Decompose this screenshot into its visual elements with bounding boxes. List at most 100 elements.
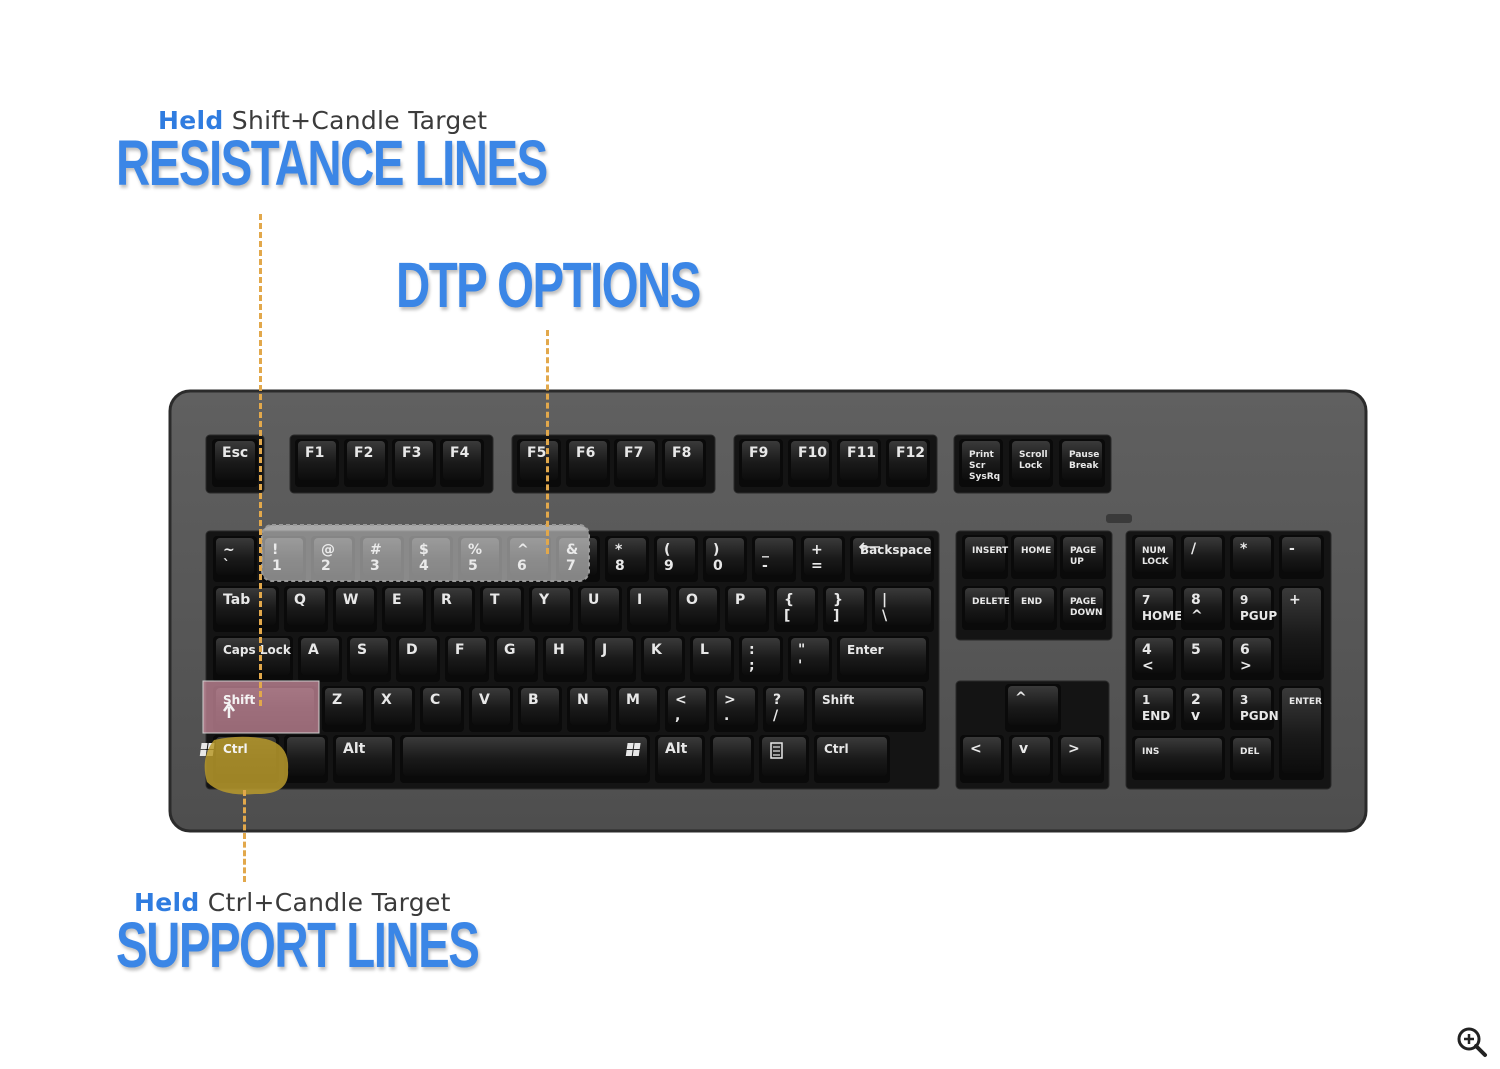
key-ndiv[interactable]: / <box>1181 535 1225 579</box>
key-np4[interactable]: 4< <box>1132 636 1176 680</box>
key-minus[interactable]: _- <box>752 536 796 582</box>
key-nsub[interactable]: - <box>1279 535 1324 579</box>
key-period[interactable]: >. <box>714 686 758 732</box>
key-npdel[interactable]: DEL <box>1230 736 1274 780</box>
key-rbr[interactable]: }] <box>823 586 867 632</box>
key-down[interactable]: v <box>1009 735 1053 783</box>
key-s[interactable]: S <box>347 636 391 682</box>
key-semi[interactable]: :; <box>739 636 783 682</box>
key-tilde[interactable]: ~` <box>213 536 257 582</box>
key-u[interactable]: U <box>578 586 622 632</box>
key-np2[interactable]: 2v <box>1181 686 1225 730</box>
key-q[interactable]: Q <box>284 586 328 632</box>
key-np0[interactable]: INS <box>1132 736 1225 780</box>
key-esc[interactable]: Esc <box>212 439 258 487</box>
key-lbr[interactable]: {[ <box>774 586 818 632</box>
key-nadd[interactable]: + <box>1279 586 1324 680</box>
key-z[interactable]: Z <box>322 686 366 732</box>
key-w[interactable]: W <box>333 586 377 632</box>
key-np5[interactable]: 5 <box>1181 636 1225 680</box>
key-quote[interactable]: "' <box>788 636 832 682</box>
zoom-in-icon[interactable] <box>1456 1026 1488 1058</box>
key-t[interactable]: T <box>480 586 524 632</box>
key-right[interactable]: > <box>1058 735 1104 783</box>
key-k[interactable]: K <box>641 636 685 682</box>
key-a[interactable]: A <box>298 636 342 682</box>
key-f[interactable]: F <box>445 636 489 682</box>
key-caps[interactable]: Caps Lock <box>213 636 293 682</box>
key-f1[interactable]: F1 <box>295 439 339 487</box>
key-slash[interactable]: ?/ <box>763 686 807 732</box>
key-rshift[interactable]: Shift <box>812 686 926 732</box>
key-insert[interactable]: INSERT <box>962 535 1009 579</box>
key-f2[interactable]: F2 <box>344 439 388 487</box>
key-f9[interactable]: F9 <box>739 439 783 487</box>
key-p[interactable]: P <box>725 586 769 632</box>
windows-logo-icon <box>625 743 641 756</box>
key-comma[interactable]: <, <box>665 686 709 732</box>
key-space[interactable] <box>400 735 650 783</box>
key-y[interactable]: Y <box>529 586 573 632</box>
key-d[interactable]: D <box>396 636 440 682</box>
key-f10[interactable]: F10 <box>788 439 832 487</box>
key-left[interactable]: < <box>960 735 1004 783</box>
key-e[interactable]: E <box>382 586 426 632</box>
key-v[interactable]: V <box>469 686 513 732</box>
key-rwin[interactable] <box>710 735 754 783</box>
key-lalt[interactable]: Alt <box>333 735 395 783</box>
key-np8[interactable]: 8^ <box>1181 586 1225 630</box>
key-l[interactable]: L <box>690 636 734 682</box>
key-f12[interactable]: F12 <box>886 439 930 487</box>
key-n[interactable]: N <box>567 686 611 732</box>
key-f5[interactable]: F5 <box>517 439 561 487</box>
key-o[interactable]: O <box>676 586 720 632</box>
key-rctrl[interactable]: Ctrl <box>814 735 890 783</box>
key-i[interactable]: I <box>627 586 671 632</box>
key-ralt[interactable]: Alt <box>655 735 705 783</box>
key-f6[interactable]: F6 <box>566 439 610 487</box>
key-c[interactable]: C <box>420 686 464 732</box>
key-n0[interactable]: )0 <box>703 536 747 582</box>
key-f7[interactable]: F7 <box>614 439 658 487</box>
key-x[interactable]: X <box>371 686 415 732</box>
key-nmul[interactable]: * <box>1230 535 1274 579</box>
key-r[interactable]: R <box>431 586 475 632</box>
key-f11[interactable]: F11 <box>837 439 881 487</box>
key-bslash[interactable]: |\ <box>872 586 934 632</box>
key-equal[interactable]: += <box>801 536 845 582</box>
key-g[interactable]: G <box>494 636 538 682</box>
key-f3[interactable]: F3 <box>392 439 436 487</box>
key-delete[interactable]: DELETE <box>962 586 1010 630</box>
key-n9[interactable]: (9 <box>654 536 698 582</box>
key-enter[interactable]: Enter <box>837 636 929 682</box>
key-home[interactable]: HOME <box>1011 535 1057 579</box>
key-b[interactable]: B <box>518 686 562 732</box>
key-j[interactable]: J <box>592 636 636 682</box>
key-np6[interactable]: 6> <box>1230 636 1274 680</box>
key-m[interactable]: M <box>616 686 660 732</box>
key-n8[interactable]: *8 <box>605 536 649 582</box>
key-label: V <box>479 692 490 708</box>
key-tab[interactable]: Tab <box>213 586 279 632</box>
key-lwin[interactable] <box>284 735 328 783</box>
key-menu[interactable] <box>759 735 809 783</box>
key-end[interactable]: END <box>1011 586 1057 630</box>
key-nenter[interactable]: ENTER <box>1279 686 1324 780</box>
key-up[interactable]: ^ <box>1005 684 1061 732</box>
key-h[interactable]: H <box>543 636 587 682</box>
highlighted-key-label: Ctrl <box>223 742 248 756</box>
key-f8[interactable]: F8 <box>662 439 706 487</box>
key-bksp[interactable]: Backspace <box>850 536 934 582</box>
key-f4[interactable]: F4 <box>440 439 484 487</box>
